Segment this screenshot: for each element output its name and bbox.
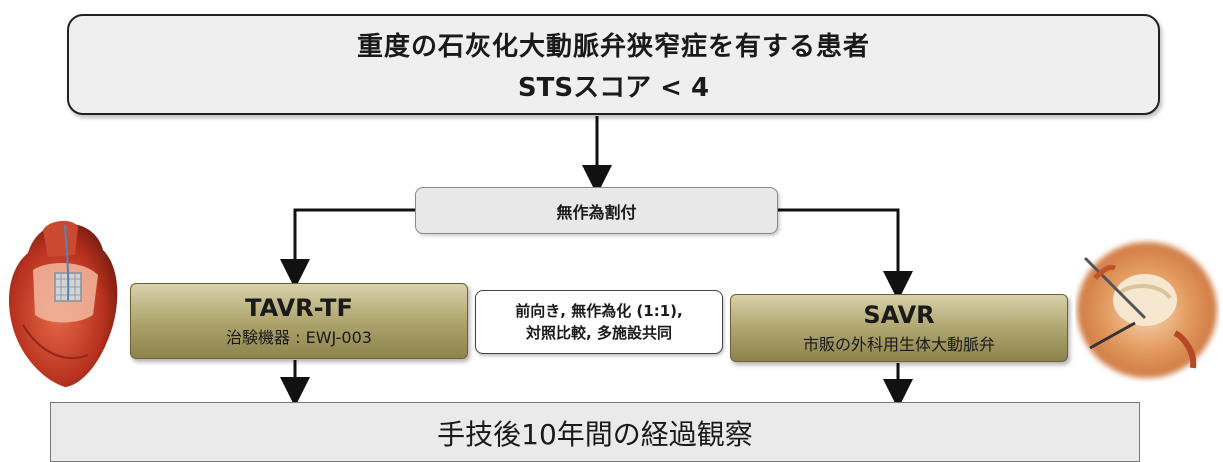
heart-valve-illustration [8, 220, 118, 387]
savr-arm-box: SAVR 市販の外科用生体大動脈弁 [730, 294, 1068, 362]
follow-up-label: 手技後10年間の経過観察 [437, 418, 753, 451]
study-design-line2: 対照比較, 多施設共同 [526, 324, 672, 342]
patient-population-box: 重度の石灰化大動脈弁狭窄症を有する患者 STSスコア < 4 [67, 14, 1160, 115]
population-title: 重度の石灰化大動脈弁狭窄症を有する患者 [356, 31, 870, 62]
follow-up-box: 手技後10年間の経過観察 [50, 402, 1140, 462]
savr-arm-title: SAVR [863, 301, 935, 329]
study-design-line1: 前向き, 無作為化 (1:1), [515, 301, 683, 320]
surgical-valve-photo [1075, 238, 1220, 383]
randomization-box: 無作為割付 [415, 187, 778, 234]
savr-arm-device: 市販の外科用生体大動脈弁 [802, 335, 995, 354]
randomization-label: 無作為割付 [556, 202, 637, 222]
arrow-randomization-to-tavr [280, 208, 415, 289]
tavr-arm-title: TAVR-TF [245, 294, 353, 322]
arrow-randomization-to-savr [778, 208, 913, 301]
connector-arrows [280, 116, 913, 409]
sts-score-criterion: STSスコア < 4 [517, 72, 710, 103]
study-design-box: 前向き, 無作為化 (1:1), 対照比較, 多施設共同 [475, 290, 723, 354]
tavr-tf-arm-box: TAVR-TF 治験機器 : EWJ-003 [130, 283, 468, 359]
tavr-arm-device: 治験機器 : EWJ-003 [226, 328, 372, 347]
